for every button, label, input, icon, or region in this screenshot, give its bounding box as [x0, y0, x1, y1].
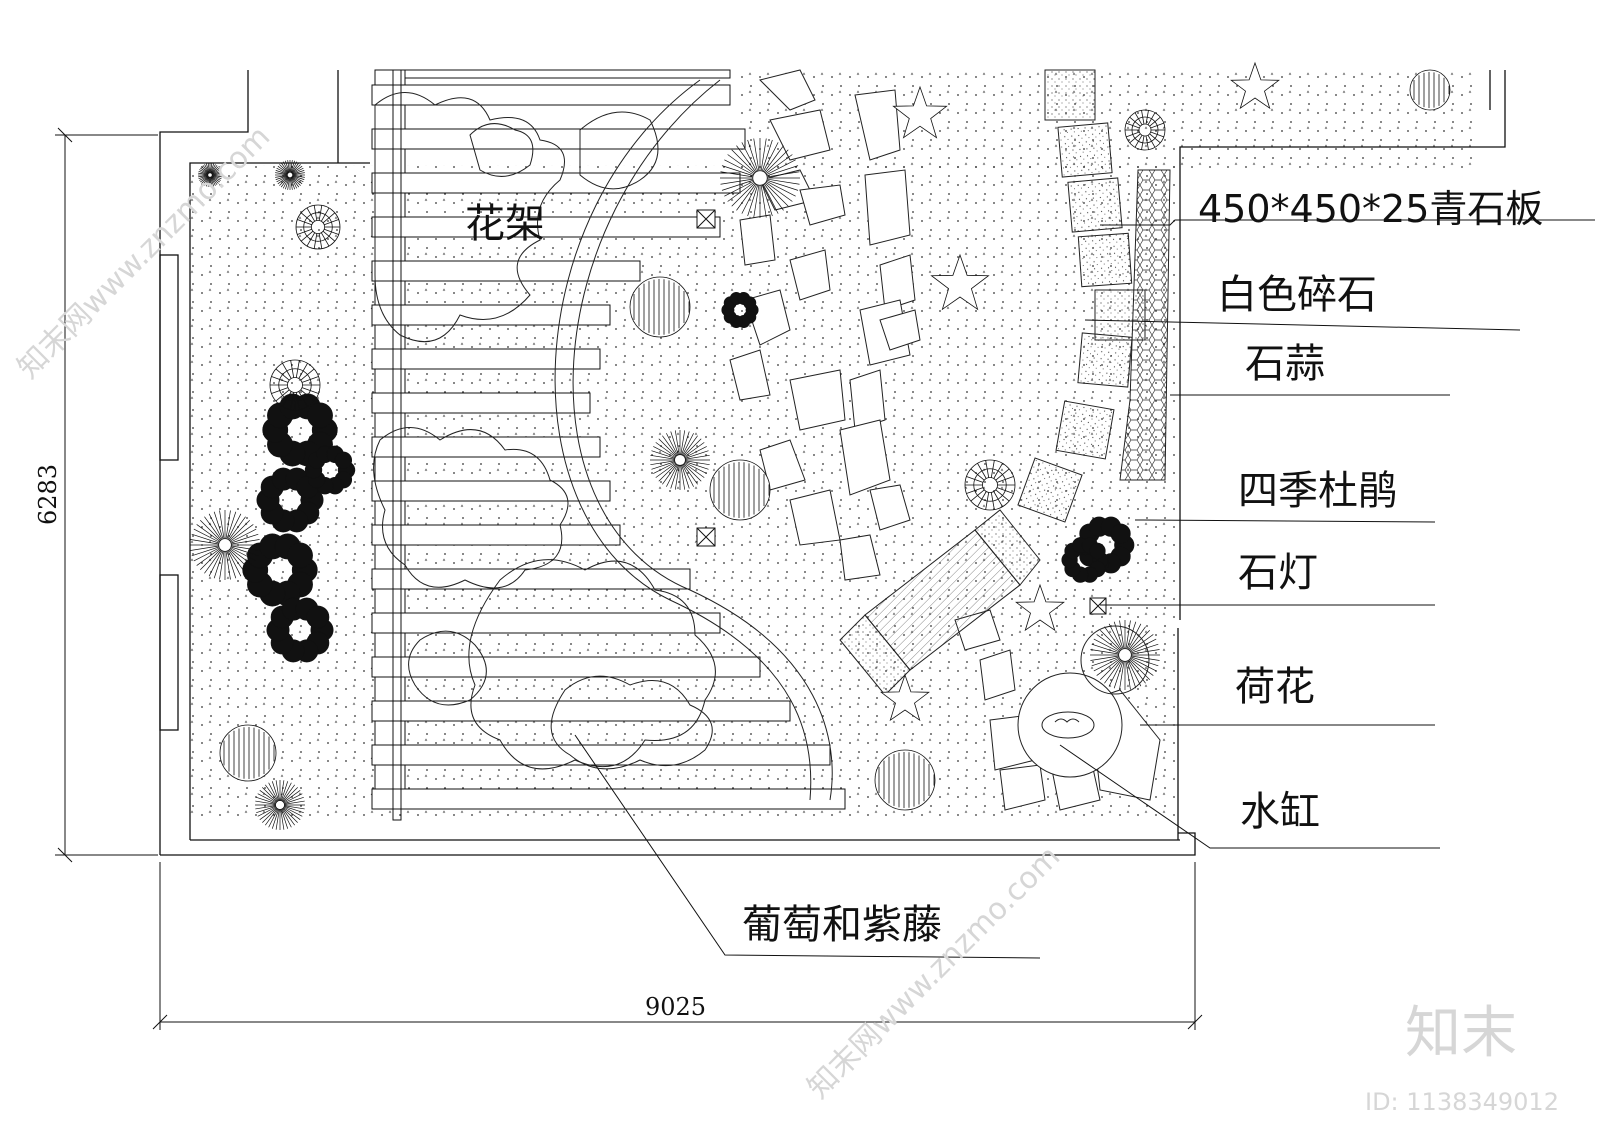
bluestone-slab: [1017, 457, 1083, 523]
watermark-site-2: 知末网www.znzmo.com: [801, 839, 1067, 1105]
label-azalea: 四季杜鹃: [1238, 468, 1398, 514]
rosette-plant: [1124, 109, 1166, 151]
label-water-vat: 水缸: [1240, 789, 1320, 835]
tree-burst: [190, 510, 260, 580]
round-shrub: [874, 749, 936, 811]
label-grape-wisteria: 葡萄和紫藤: [742, 902, 942, 948]
dark-shrub: [242, 533, 318, 607]
flagstone: [759, 69, 816, 111]
small-burst: [275, 160, 305, 190]
tree-burst: [1090, 620, 1160, 690]
vine-canopy: [373, 92, 716, 770]
star-plant: [892, 85, 948, 139]
dark-shrub: [262, 393, 338, 467]
leader-lines: [574, 219, 1595, 959]
pergola-top-rail: [404, 69, 731, 79]
bluestone-slab: [1055, 400, 1115, 460]
dimension-width: 9025: [645, 993, 706, 1021]
star-plant: [1230, 61, 1280, 110]
label-lotus: 荷花: [1235, 664, 1315, 710]
pergola-slat: [371, 260, 641, 282]
label-bluestone: 450*450*25青石板: [1198, 187, 1543, 231]
rosette-plant: [964, 459, 1016, 511]
site-boundary: [159, 70, 1506, 856]
pergola-slat: [371, 348, 601, 370]
plants-layer: [190, 61, 1451, 830]
rosette-plant: [269, 359, 321, 411]
pergola-slat: [371, 216, 721, 238]
dark-shrub: [721, 292, 759, 328]
star-plant: [930, 253, 990, 311]
pergola-slat: [371, 700, 791, 722]
round-tree: [650, 430, 710, 490]
round-shrub: [709, 459, 771, 521]
pergola-slat: [371, 436, 601, 458]
flagstone: [744, 289, 791, 346]
flagstone: [854, 89, 901, 161]
flagstone: [869, 484, 911, 531]
pergola-slat: [371, 612, 721, 634]
round-shrub: [1409, 69, 1451, 111]
bluestone-slab: [1077, 232, 1133, 288]
star-plant: [1015, 583, 1065, 632]
bluestone-slab: [1077, 332, 1133, 388]
flagstone: [789, 369, 846, 431]
path-curves: [554, 79, 833, 801]
bluestone-slab: [1044, 69, 1096, 121]
pergola-slat: [371, 128, 746, 150]
dark-shrub: [256, 467, 324, 533]
round-shrub: [219, 724, 277, 782]
label-lycoris: 石蒜: [1245, 341, 1325, 387]
wooden-bridge: [839, 509, 1041, 696]
label-white-gravel: 白色碎石: [1217, 272, 1377, 318]
bluestone-slab: [1067, 177, 1123, 233]
stone-lamp-icon: [696, 209, 1107, 615]
flagstone: [879, 309, 921, 351]
flagstone: [769, 109, 831, 161]
flagstone: [799, 184, 846, 226]
dimension-height: 6283: [34, 464, 62, 525]
round-shrub: [629, 276, 691, 338]
dark-shrub: [266, 597, 334, 663]
flagstone: [879, 254, 916, 311]
flagstone: [729, 349, 771, 401]
pergola-post: [392, 69, 402, 821]
watermark-brand: 知末: [1405, 1001, 1517, 1066]
bluestone-slabs: [1017, 69, 1146, 523]
flagstone: [849, 369, 886, 431]
flower-rack-pergola: [371, 69, 846, 821]
small-burst: [198, 163, 222, 187]
pergola-slat: [371, 788, 846, 810]
flagstone: [789, 249, 831, 301]
dimension-lines: [55, 127, 1203, 1030]
rosette-plant: [295, 204, 341, 250]
pergola-slat: [371, 392, 591, 414]
pergola-slat: [371, 480, 611, 502]
white-gravel-strip: [1119, 169, 1171, 481]
pergola-slat: [371, 84, 731, 106]
bluestone-slab: [1057, 122, 1113, 178]
pergola-slat: [371, 524, 621, 546]
dark-shrub: [304, 445, 356, 495]
flagstone: [864, 169, 911, 246]
flagstone: [839, 419, 891, 496]
flagstone: [979, 649, 1016, 701]
label-stone-lamp: 石灯: [1238, 550, 1318, 596]
watermark-id: ID: 1138349012: [1365, 1088, 1559, 1116]
flagstone-path: [729, 69, 1161, 811]
dark-shrub: [1061, 537, 1109, 583]
tree-burst: [720, 138, 800, 218]
flagstone: [999, 764, 1046, 811]
flagstone: [739, 214, 776, 266]
pergola-slat: [371, 568, 691, 590]
pergola-slat: [371, 656, 761, 678]
star-plant: [880, 673, 930, 722]
pergola-slat: [371, 744, 831, 766]
water-vat: [1017, 625, 1150, 778]
label-flower-rack: 花架: [465, 201, 545, 247]
pergola-slat: [371, 304, 611, 326]
small-burst: [255, 780, 305, 830]
flagstone: [839, 534, 881, 581]
